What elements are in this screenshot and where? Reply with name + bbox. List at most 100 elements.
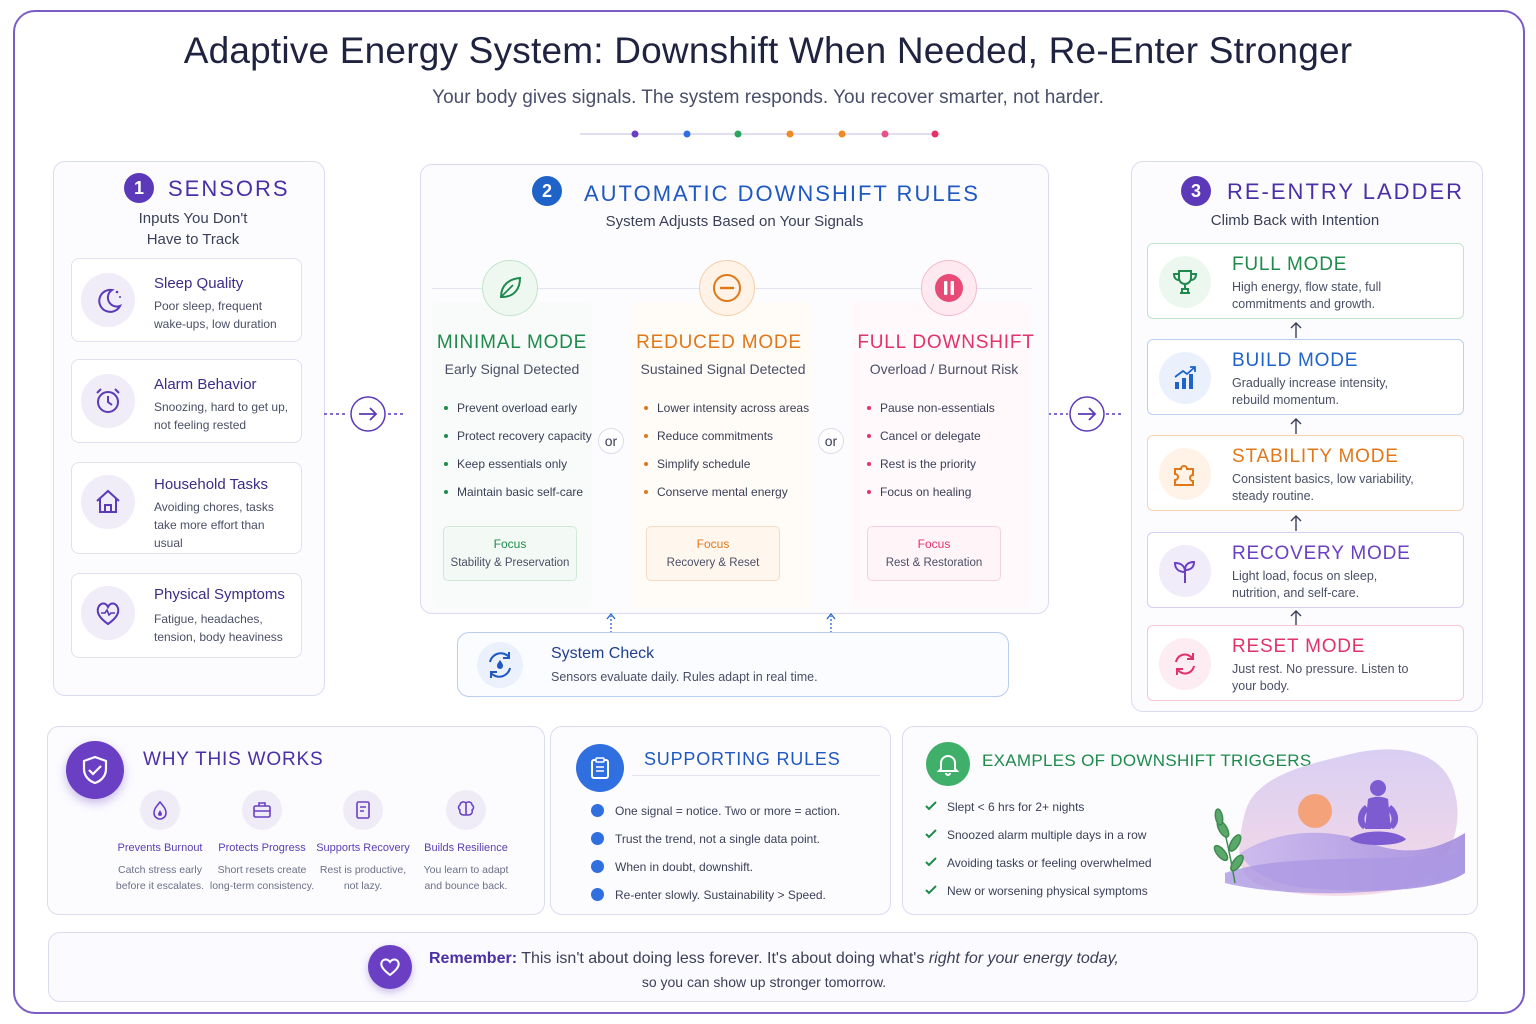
why-item-desc: and bounce back. (424, 880, 508, 892)
rule-text: Re-enter slowly. Sustainability > Speed. (615, 888, 826, 902)
sensors-title: SENSORS (168, 176, 290, 201)
mode-subtitle: Overload / Burnout Risk (869, 361, 1019, 377)
bullet-item: Reduce commitments (644, 427, 809, 455)
sensor-desc: Poor sleep, frequent wake-ups, low durat… (154, 299, 277, 331)
reentry-title: RE-ENTRY LADDER (1227, 179, 1465, 204)
sensor-card-physical: Physical Symptoms Fatigue, headaches, te… (71, 573, 302, 658)
check-icon (925, 885, 937, 895)
focus-label: Focus (917, 537, 951, 551)
why-item-desc: Catch stress early (117, 864, 203, 876)
why-item-progress: Protects Progress Short resets create lon… (207, 790, 317, 894)
bullet-item: Protect recovery capacity (444, 427, 592, 455)
why-item-resilience: Builds Resilience You learn to adapt and … (411, 790, 521, 894)
examples-list: Slept < 6 hrs for 2+ nights Snoozed alar… (925, 799, 1152, 911)
minus-circle-icon (699, 260, 755, 316)
divider (632, 775, 880, 776)
system-check-desc: Sensors evaluate daily. Rules adapt in r… (551, 670, 818, 684)
focus-label: Focus (696, 537, 730, 551)
focus-box-full: Focus Rest & Restoration (867, 526, 1001, 581)
flow-arrow-rules-to-ladder (1048, 396, 1122, 432)
ladder-step-full: FULL MODE High energy, flow state, full … (1147, 243, 1464, 319)
example-item: Snoozed alarm multiple days in a row (925, 827, 1152, 855)
mode-bullets-full: Pause non-essentials Cancel or delegate … (867, 399, 995, 511)
supporting-title: SUPPORTING RULES (644, 749, 841, 769)
why-item-title: Protects Progress (218, 842, 306, 854)
focus-value: Recovery & Reset (666, 557, 760, 569)
decorative-dot (838, 130, 846, 138)
reset-arrows-icon (1159, 638, 1211, 690)
meditation-illustration (1213, 749, 1465, 896)
mode-subtitle: Sustained Signal Detected (640, 361, 806, 377)
why-title: WHY THIS WORKS (143, 749, 324, 770)
bell-icon (926, 742, 970, 786)
arrow-up-icon (1290, 515, 1302, 531)
heart-pulse-icon (81, 586, 135, 640)
rule-text: Trust the trend, not a single data point… (615, 832, 821, 846)
bullet-item: Lower intensity across areas (644, 399, 809, 427)
sensors-subtitle-2: Have to Track (146, 231, 240, 248)
mode-title: REDUCED MODE (636, 332, 802, 353)
rule-text: One signal = notice. Two or more = actio… (615, 804, 841, 818)
bullet-item: Maintain basic self-care (444, 483, 592, 511)
why-item-desc: long-term consistency. (209, 880, 315, 892)
decorative-dot-line (580, 130, 940, 138)
example-item: New or worsening physical symptoms (925, 883, 1152, 911)
decorative-dot (734, 130, 742, 138)
trophy-icon (1159, 256, 1211, 308)
ladder-step-desc: Just rest. No pressure. Listen to your b… (1232, 662, 1409, 693)
decorative-dot (683, 130, 691, 138)
sensor-desc: Avoiding chores, tasks take more effort … (154, 500, 274, 550)
focus-label: Focus (493, 537, 527, 551)
why-item-desc: You learn to adapt (423, 864, 509, 876)
sensor-title: Household Tasks (154, 476, 268, 493)
check-circle-icon (591, 832, 604, 845)
arrow-up-icon (1290, 418, 1302, 434)
puzzle-icon (1159, 448, 1211, 500)
rule-text: When in doubt, downshift. (615, 860, 754, 874)
why-item-title: Supports Recovery (316, 842, 410, 854)
mode-bullets-minimal: Prevent overload early Protect recovery … (444, 399, 592, 511)
ladder-step-stability: STABILITY MODE Consistent basics, low va… (1147, 435, 1464, 511)
why-item-title: Builds Resilience (424, 842, 508, 854)
flow-arrow-sensors-to-rules (324, 396, 406, 432)
ladder-step-desc: High energy, flow state, full commitment… (1232, 280, 1382, 311)
bullet-item: Keep essentials only (444, 455, 592, 483)
why-item-desc: Short resets create (217, 864, 307, 876)
remember-emphasis: right for your energy today, (928, 950, 1119, 967)
why-item-recovery: Supports Recovery Rest is productive,not… (308, 790, 418, 894)
journal-icon (343, 790, 383, 830)
ladder-step-desc: Light load, focus on sleep, nutrition, a… (1232, 569, 1378, 600)
downshift-number-badge: 2 (532, 176, 562, 206)
sensor-card-household: Household Tasks Avoiding chores, tasks t… (71, 462, 302, 554)
examples-title: EXAMPLES OF DOWNSHIFT TRIGGERS (982, 751, 1312, 770)
bullet-item: Cancel or delegate (867, 427, 995, 455)
ladder-step-desc: Gradually increase intensity, rebuild mo… (1232, 376, 1389, 407)
why-item-title: Prevents Burnout (117, 842, 203, 854)
bullet-item: Simplify schedule (644, 455, 809, 483)
bullet-item: Pause non-essentials (867, 399, 995, 427)
bullet-item: Prevent overload early (444, 399, 592, 427)
check-circle-icon (591, 860, 604, 873)
why-item-desc: not lazy. (343, 880, 383, 892)
ladder-step-title: STABILITY MODE (1232, 446, 1399, 467)
remember-label: Remember: (429, 950, 518, 967)
sensor-title: Physical Symptoms (154, 586, 285, 603)
sensor-desc: Fatigue, headaches, tension, body heavin… (154, 612, 283, 644)
example-text: Avoiding tasks or feeling overwhelmed (947, 856, 1152, 870)
sensor-title: Alarm Behavior (154, 376, 257, 393)
mode-title: MINIMAL MODE (436, 332, 588, 353)
example-item: Avoiding tasks or feeling overwhelmed (925, 855, 1152, 883)
decorative-dot (881, 130, 889, 138)
sensor-desc: Snoozing, hard to get up, not feeling re… (154, 400, 289, 432)
bar-chart-up-icon (1159, 352, 1211, 404)
clipboard-icon (576, 744, 624, 792)
reentry-subtitle: Climb Back with Intention (1210, 212, 1380, 229)
ladder-step-reset: RESET MODE Just rest. No pressure. Liste… (1147, 625, 1464, 701)
page-title: Adaptive Energy System: Downshift When N… (183, 30, 1353, 71)
house-icon (81, 475, 135, 529)
brain-icon (446, 790, 486, 830)
bullet-item: Conserve mental energy (644, 483, 809, 511)
check-icon (925, 801, 937, 811)
remember-line-1: Remember: This isn't about doing less fo… (429, 950, 1119, 968)
